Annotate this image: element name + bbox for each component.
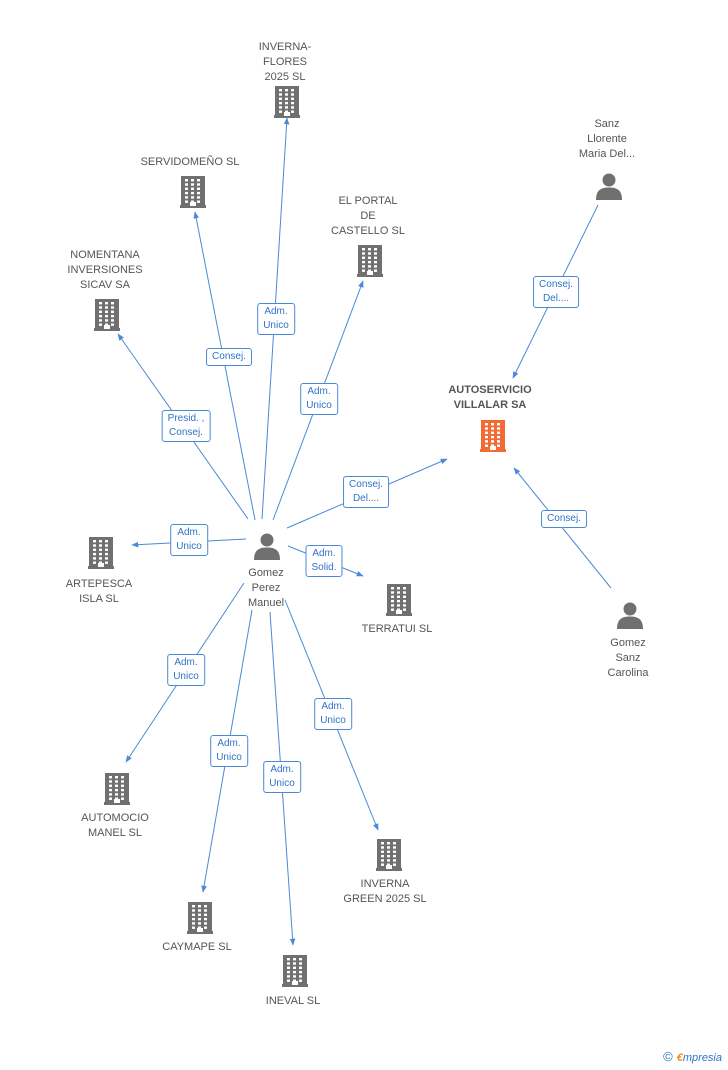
node-label-el-portal[interactable]: EL PORTAL DE CASTELLO SL	[331, 195, 405, 237]
node-label-sanz-llorente[interactable]: Sanz Llorente Maria Del...	[578, 118, 636, 160]
node-label-servidomeno[interactable]: SERVIDOMEÑO SL	[140, 156, 240, 168]
edge-label-ineval[interactable]: Adm. Unico	[263, 761, 301, 793]
edge-label-autoservicio[interactable]: Consej. Del....	[343, 476, 389, 508]
node-label-ineval[interactable]: INEVAL SL	[265, 995, 321, 1007]
building-icon[interactable]	[104, 773, 130, 810]
building-icon[interactable]	[480, 420, 506, 457]
building-icon[interactable]	[88, 537, 114, 574]
node-label-caymape[interactable]: CAYMAPE SL	[162, 941, 232, 953]
building-icon[interactable]	[357, 245, 383, 282]
building-icon[interactable]	[376, 839, 402, 876]
person-icon[interactable]	[595, 172, 623, 205]
edge-label-inverna-green[interactable]: Adm. Unico	[314, 698, 352, 730]
node-label-automocio[interactable]: AUTOMOCIO MANEL SL	[81, 812, 149, 839]
edge-label-automocio[interactable]: Adm. Unico	[167, 654, 205, 686]
person-icon[interactable]	[616, 601, 644, 634]
node-label-gomez-perez[interactable]: Gomez Perez Manuel	[247, 567, 285, 609]
edge-label-servidomeno[interactable]: Consej.	[206, 348, 252, 366]
building-icon[interactable]	[274, 86, 300, 123]
footer-brand: ©€mpresia	[663, 1049, 722, 1064]
edge-gomez-perez-to-servidomeno	[193, 211, 256, 521]
edge-label-terratui[interactable]: Adm. Solid.	[305, 545, 343, 577]
brand-logo-initial: €	[676, 1052, 683, 1064]
copyright-symbol: ©	[663, 1049, 673, 1064]
node-label-gomez-sanz[interactable]: Gomez Sanz Carolina	[607, 637, 649, 679]
edge-label-el-portal[interactable]: Adm. Unico	[300, 383, 338, 415]
building-icon[interactable]	[180, 176, 206, 213]
brand-name: mpresia	[682, 1052, 722, 1064]
person-icon[interactable]	[253, 532, 281, 565]
node-label-inverna-flores[interactable]: INVERNA- FLORES 2025 SL	[258, 41, 312, 83]
edge-label-caymape[interactable]: Adm. Unico	[210, 735, 248, 767]
node-label-terratui[interactable]: TERRATUI SL	[361, 623, 433, 635]
node-label-inverna-green[interactable]: INVERNA GREEN 2025 SL	[343, 878, 427, 905]
edge-gomez-sanz-to-autoservicio	[513, 467, 612, 589]
edge-label-autoservicio[interactable]: Consej.	[541, 510, 587, 528]
node-label-artepesca[interactable]: ARTEPESCA ISLA SL	[65, 578, 133, 605]
building-icon[interactable]	[386, 584, 412, 621]
edge-label-inverna-flores[interactable]: Adm. Unico	[257, 303, 295, 335]
edge-label-artepesca[interactable]: Adm. Unico	[170, 524, 208, 556]
edge-label-autoservicio[interactable]: Consej. Del....	[533, 276, 579, 308]
node-label-nomentana[interactable]: NOMENTANA INVERSIONES SICAV SA	[67, 249, 143, 291]
node-label-autoservicio[interactable]: AUTOSERVICIO VILLALAR SA	[448, 384, 532, 411]
building-icon[interactable]	[187, 902, 213, 939]
edge-label-nomentana[interactable]: Presid. , Consej.	[161, 410, 211, 442]
building-icon[interactable]	[94, 299, 120, 336]
building-icon[interactable]	[282, 955, 308, 992]
